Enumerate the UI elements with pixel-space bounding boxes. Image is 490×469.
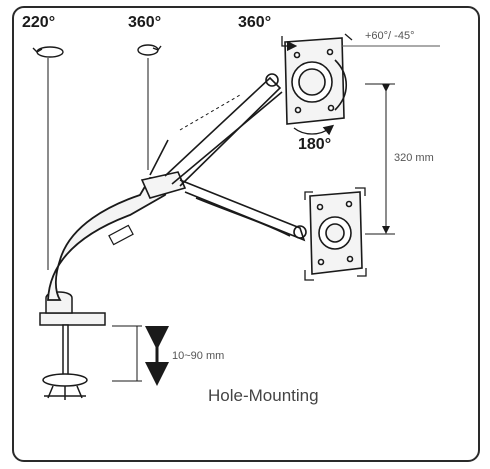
vesa-plate-lower — [309, 191, 363, 275]
mounting-caption: Hole-Mounting — [208, 386, 319, 405]
tilt-label: +60°/ -45° — [365, 30, 415, 42]
upper-arm-lowered — [179, 179, 307, 242]
rotation-label-head: 360° — [238, 14, 272, 31]
elbow-joint — [140, 171, 187, 199]
desk-thickness-label: 10~90 mm — [172, 350, 225, 362]
rotation-arrow-pole — [137, 44, 162, 56]
rotation-arrow-base — [32, 46, 64, 58]
tilt-arrows — [281, 33, 353, 136]
desk-thickness-dimension — [112, 325, 169, 386]
upper-arm-raised — [149, 73, 283, 187]
desk-clamp — [39, 291, 106, 400]
corner-arrows-lower — [304, 187, 367, 281]
lower-arm — [47, 177, 174, 301]
vesa-plate-upper — [284, 37, 348, 125]
height-dimension — [365, 83, 395, 235]
diagram-frame — [12, 6, 480, 462]
rotation-label-base: 220° — [22, 14, 56, 31]
flip-label: 180° — [298, 136, 332, 153]
rotation-label-pole: 360° — [128, 14, 162, 31]
height-label: 320 mm — [394, 152, 434, 164]
